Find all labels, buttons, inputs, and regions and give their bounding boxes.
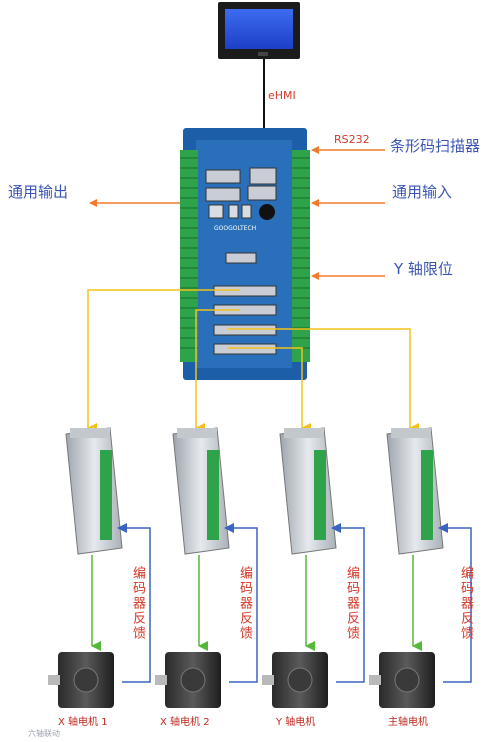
feedback-line-x2	[224, 523, 258, 683]
driver-x1	[65, 427, 123, 555]
barcode-scanner-label: 条形码扫描器	[390, 137, 481, 155]
motor-label-y: Y 轴电机	[276, 717, 316, 728]
controller-board	[180, 128, 310, 380]
feedback-label-x2: 编码器反馈	[237, 566, 252, 641]
y-axis-limit-label: Y 轴限位	[394, 260, 453, 278]
signal-line-y	[228, 347, 311, 433]
rs232-label: RS232	[334, 133, 370, 146]
motor-label-x2: X 轴电机 2	[160, 717, 210, 728]
general-output-label: 通用输出	[8, 183, 69, 201]
feedback-line-y	[331, 523, 365, 683]
feedback-label-y: 编码器反馈	[344, 566, 359, 641]
ehmi-label: eHMI	[268, 89, 296, 102]
signal-line-x1	[87, 289, 240, 433]
right-terminal-pins	[292, 157, 310, 349]
driver-main	[386, 427, 444, 555]
motor-label-main: 主轴电机	[388, 717, 428, 728]
general-input-label: 通用输入	[392, 183, 453, 201]
feedback-line-x1	[117, 523, 151, 683]
motor-x2	[155, 652, 221, 708]
hmi-panel	[218, 2, 300, 59]
feedback-label-main: 编码器反馈	[458, 566, 473, 641]
driver-y	[279, 427, 337, 555]
motor-main	[369, 652, 435, 708]
motor-label-x1: X 轴电机 1	[58, 717, 108, 728]
feedback-label-x1: 编码器反馈	[130, 566, 145, 641]
motor-y	[262, 652, 328, 708]
signal-line-main	[228, 328, 419, 433]
watermark: 六轴联动	[28, 729, 60, 738]
left-terminal-pins	[180, 157, 198, 349]
motor-x1	[48, 652, 114, 708]
feedback-line-main	[438, 523, 472, 683]
driver-x2	[172, 427, 230, 555]
board-brand-label: GOOGOLTECH	[214, 225, 257, 232]
signal-line-x2	[195, 309, 240, 433]
